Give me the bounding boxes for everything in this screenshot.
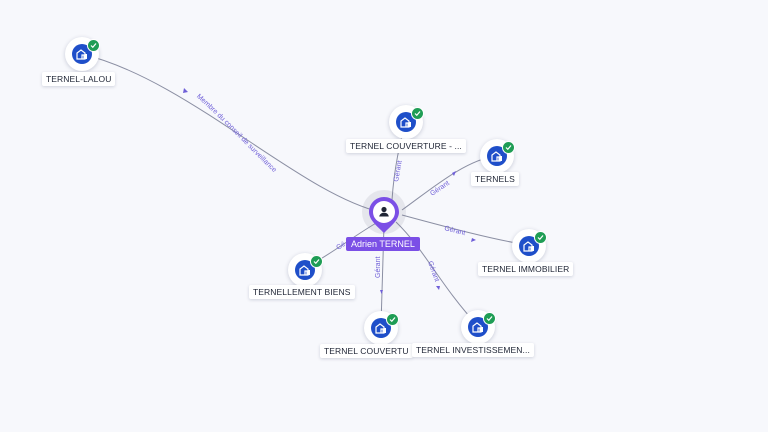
edge-label-invest: Gérant (426, 260, 440, 283)
company-label-ternels[interactable]: TERNELS (471, 172, 519, 186)
building-icon (519, 236, 539, 256)
check-icon (411, 107, 424, 120)
company-node-immobilier[interactable] (512, 229, 547, 263)
company-label-biens[interactable]: TERNELLEMENT BIENS (249, 285, 355, 299)
company-node-invest[interactable] (461, 310, 496, 344)
person-label[interactable]: Adrien TERNEL (346, 237, 420, 251)
edge-label-couverture1: Gérant (393, 160, 404, 182)
company-node-lalou[interactable] (65, 37, 100, 71)
company-label-immobilier[interactable]: TERNEL IMMOBILIER (478, 262, 574, 276)
check-icon (386, 313, 399, 326)
edge-label-immobilier: Gérant (444, 225, 467, 237)
check-icon (534, 231, 547, 244)
edge-label-couverture2: Gérant (375, 257, 382, 278)
company-node-biens[interactable] (288, 253, 323, 287)
building-icon (72, 44, 92, 64)
company-node-couverture2[interactable] (364, 311, 399, 345)
building-icon (468, 317, 488, 337)
building-icon (487, 146, 507, 166)
check-icon (502, 141, 515, 154)
check-icon (483, 312, 496, 325)
building-icon (371, 318, 391, 338)
company-label-lalou[interactable]: TERNEL-LALOU (42, 72, 116, 86)
building-icon (396, 112, 416, 132)
company-node-couverture1[interactable] (389, 105, 424, 139)
company-node-ternels[interactable] (480, 139, 515, 173)
arrow-invest (436, 286, 440, 290)
person-node[interactable] (362, 190, 406, 234)
edge-label-biens: Gé (335, 241, 347, 252)
arrow-couverture2 (380, 290, 383, 294)
company-label-couverture2[interactable]: TERNEL COUVERTU (320, 344, 413, 358)
check-icon (310, 255, 323, 268)
check-icon (87, 39, 100, 52)
person-icon (369, 197, 399, 233)
arrow-lalou (183, 88, 188, 93)
edge-label-lalou: Membre du conseil de surveillance (195, 93, 278, 174)
company-label-invest[interactable]: TERNEL INVESTISSEMEN... (412, 343, 534, 357)
arrow-immobilier (471, 238, 476, 242)
company-label-couverture1[interactable]: TERNEL COUVERTURE - ... (346, 139, 466, 153)
edge-lalou (81, 53, 385, 214)
edge-invest (395, 221, 479, 327)
building-icon (295, 260, 315, 280)
arrow-ternels (452, 171, 456, 176)
